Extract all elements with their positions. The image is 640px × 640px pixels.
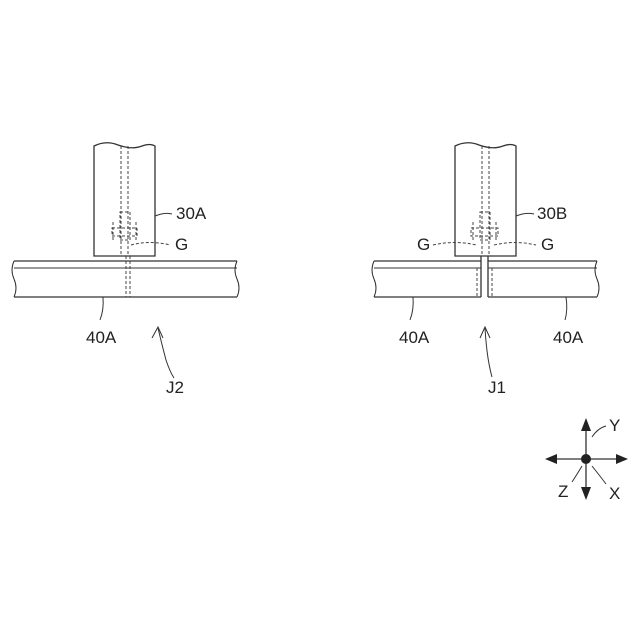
leader-40a-right-right [565, 297, 567, 320]
label-40a-right-left: 40A [399, 328, 430, 347]
label-40a-right-right: 40A [553, 328, 584, 347]
arrow-j2 [152, 327, 174, 378]
leader-40a-left [100, 297, 103, 320]
beam-40a-right-left [372, 256, 481, 297]
left-assembly [12, 143, 239, 378]
beam-40a-left [12, 256, 239, 297]
beam-40a-right-right [488, 256, 599, 297]
label-axis-x: X [609, 484, 620, 503]
label-j2: J2 [166, 378, 184, 397]
arrow-j1 [480, 327, 492, 377]
column-30a [94, 143, 155, 256]
label-g-right-left: G [417, 235, 430, 254]
label-j1: J1 [488, 378, 506, 397]
label-40a-left: 40A [86, 328, 117, 347]
label-axis-z: Z [558, 482, 568, 501]
leader-30a [155, 213, 172, 216]
label-axis-y: Y [609, 416, 620, 435]
label-g-right-right: G [541, 235, 554, 254]
label-30a: 30A [176, 204, 207, 223]
label-30b: 30B [537, 204, 567, 223]
leader-30b [516, 213, 534, 216]
leader-40a-right-left [410, 297, 413, 320]
label-g-left: G [175, 235, 188, 254]
column-30b [455, 143, 516, 256]
